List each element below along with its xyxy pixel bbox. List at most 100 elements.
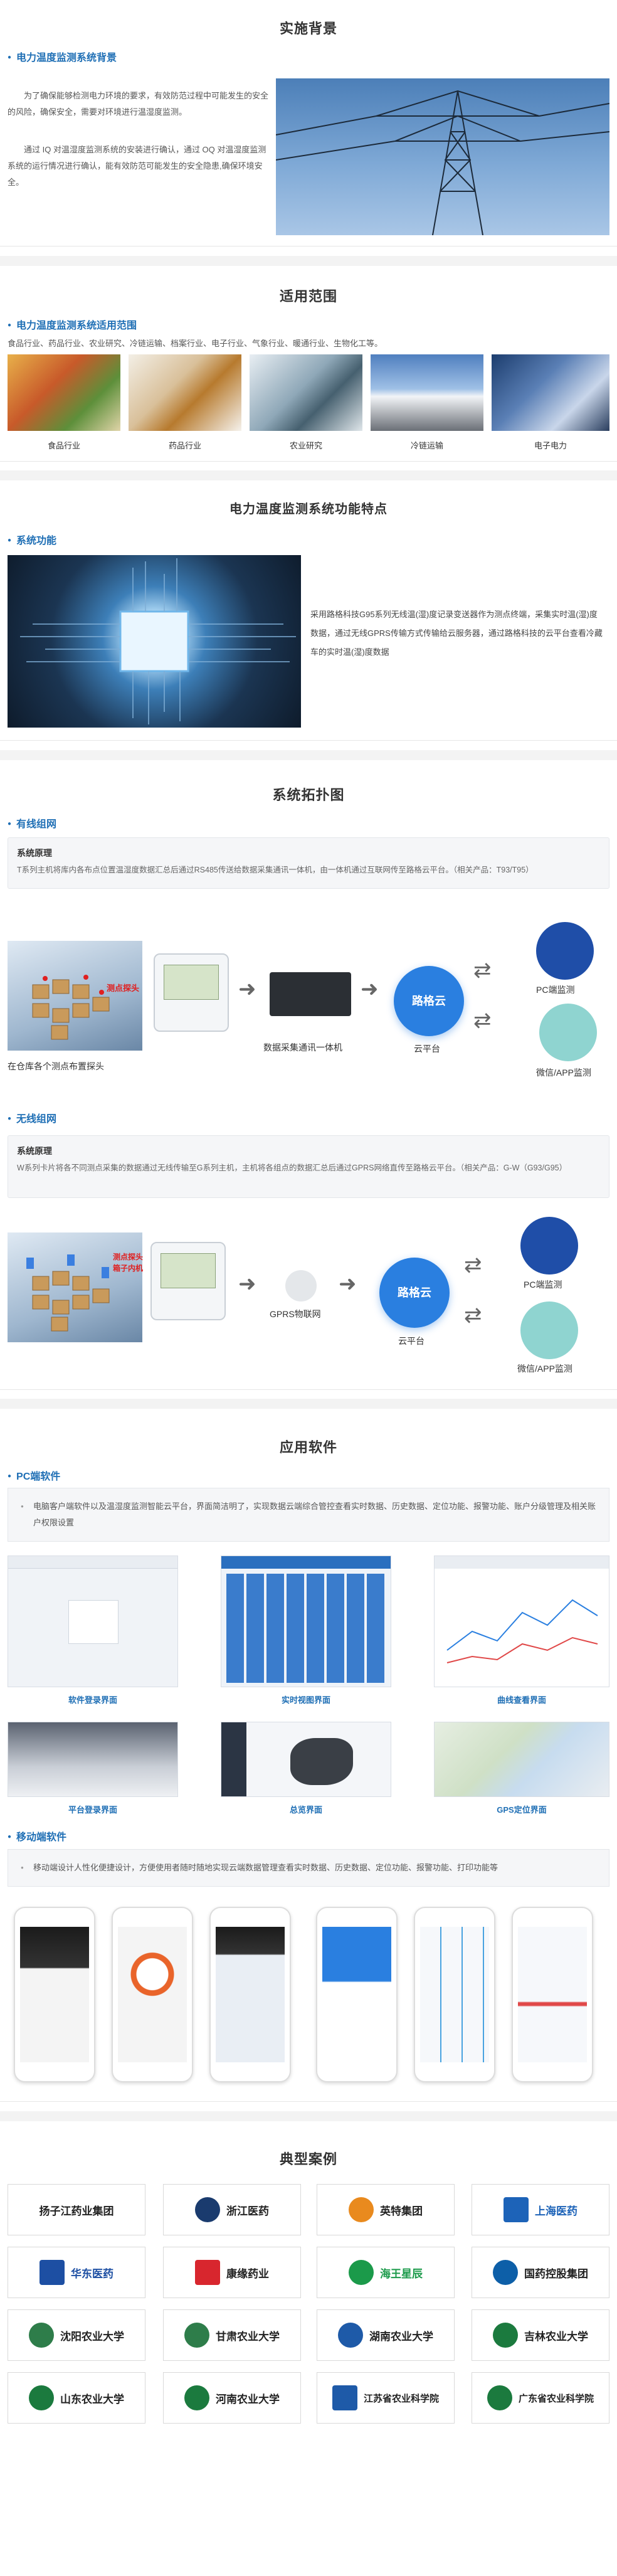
logo-mark bbox=[184, 2323, 209, 2348]
realtime-view-screenshot bbox=[221, 1556, 391, 1687]
platform-login-screenshot bbox=[8, 1722, 178, 1797]
features-subhead: 系统功能 bbox=[8, 532, 56, 547]
cases-title: 典型案例 bbox=[279, 2151, 337, 2167]
wired-probe-label: 测点探头 bbox=[107, 983, 140, 993]
logo-name: 河南农业大学 bbox=[216, 2393, 280, 2405]
logo-name: 华东医药 bbox=[71, 2267, 113, 2280]
arrow-right-icon: ➜ bbox=[361, 977, 379, 1001]
logo-yingte: 英特集团 bbox=[317, 2184, 455, 2235]
logo-mark bbox=[349, 2197, 374, 2222]
logo-name: 国药控股集团 bbox=[524, 2267, 588, 2280]
divider bbox=[0, 1389, 617, 1390]
logo-henau: 河南农业大学 bbox=[163, 2372, 301, 2424]
logo-mark bbox=[332, 2385, 357, 2410]
gps-view-screenshot bbox=[434, 1722, 609, 1797]
scope-caption-coldchain: 冷链运输 bbox=[410, 441, 443, 450]
wireless-principle-text: W系列卡片将各不同测点采集的数据通过无线传输至G系列主机，主机将各组点的数据汇总… bbox=[17, 1163, 567, 1172]
scope-caption-electronics: 电子电力 bbox=[534, 441, 567, 450]
logo-syau: 沈阳农业大学 bbox=[8, 2309, 145, 2361]
caption-realtime-view: 实时视图界面 bbox=[281, 1695, 330, 1705]
logo-gdaas: 广东省农业科学院 bbox=[472, 2372, 609, 2424]
wired-cloud-label: 云平台 bbox=[414, 1044, 440, 1054]
scope-caption-food: 食品行业 bbox=[47, 441, 80, 450]
phone-screenshot bbox=[112, 1907, 193, 2082]
host-screen bbox=[161, 1253, 216, 1288]
logo-haiwang: 海王星辰 bbox=[317, 2247, 455, 2298]
pc-software-subhead: PC端软件 bbox=[8, 1468, 60, 1483]
section-separator bbox=[0, 2111, 617, 2121]
software-login-screenshot bbox=[8, 1556, 178, 1687]
recorder-device bbox=[154, 953, 229, 1032]
phone-screen bbox=[322, 1927, 391, 2062]
logo-name: 沈阳农业大学 bbox=[60, 2330, 124, 2343]
mobile-software-subhead: 移动端软件 bbox=[8, 1828, 66, 1843]
background-title: 实施背景 bbox=[279, 21, 337, 36]
wired-principle-text: T系列主机将库内各布点位置温湿度数据汇总后通过RS485传送给数据采集通讯一体机… bbox=[17, 866, 534, 874]
logo-name: 湖南农业大学 bbox=[369, 2330, 433, 2343]
wired-principle-box: 系统原理 T系列主机将库内各布点位置温湿度数据汇总后通过RS485传送给数据采集… bbox=[8, 837, 609, 889]
wireless-host-label: 箱子内机 bbox=[113, 1264, 144, 1273]
host-device bbox=[150, 1242, 226, 1320]
section-separator bbox=[0, 1399, 617, 1409]
logo-name: 浙江医药 bbox=[226, 2205, 269, 2217]
phone-screenshot bbox=[414, 1907, 495, 2082]
wireless-subhead: 无线组网 bbox=[8, 1110, 56, 1125]
gprs-label: GPRS物联网 bbox=[270, 1309, 321, 1319]
section-separator bbox=[0, 750, 617, 760]
logo-jaas: 江苏省农业科学院 bbox=[317, 2372, 455, 2424]
logo-name: 康缘药业 bbox=[226, 2267, 269, 2280]
phone-screen bbox=[216, 1927, 285, 2062]
mobile-software-desc: 移动端设计人性化便捷设计，方便使用者随时随地实现云端数据管理查看实时数据、历史数… bbox=[8, 1850, 609, 1886]
caption-software-login: 软件登录界面 bbox=[68, 1695, 117, 1705]
logo-mark bbox=[504, 2197, 529, 2222]
section-separator bbox=[0, 470, 617, 480]
logo-huadong: 华东医药 bbox=[8, 2247, 145, 2298]
gprs-signal-icon bbox=[285, 1270, 317, 1301]
cold-chain-image bbox=[371, 354, 483, 431]
arrow-down-right-icon: ⇄ bbox=[464, 1303, 482, 1327]
logo-sdau: 山东农业大学 bbox=[8, 2372, 145, 2424]
pc-software-desc-box: 电脑客户端软件以及温湿度监测智能云平台，界面简洁明了，实现数据云端综合管控查看实… bbox=[8, 1488, 609, 1542]
collector-device bbox=[270, 972, 351, 1016]
sensor-grid bbox=[226, 1574, 387, 1683]
recorder-screen bbox=[164, 965, 219, 1000]
scope-caption-agri: 农业研究 bbox=[289, 441, 322, 450]
pc-monitor-icon bbox=[536, 922, 594, 980]
logo-yangzijiang: 扬子江药业集团 bbox=[8, 2184, 145, 2235]
pc-monitor-icon bbox=[520, 1217, 578, 1275]
electronics-image bbox=[492, 354, 609, 431]
logo-mark bbox=[29, 2323, 54, 2348]
warehouse-wired-image bbox=[8, 941, 142, 1051]
phone-screen bbox=[20, 1927, 89, 2062]
overview-screenshot bbox=[221, 1722, 391, 1797]
phone-screenshot bbox=[316, 1907, 398, 2082]
curve-drawing bbox=[435, 1556, 609, 1663]
logo-sinopharm: 国药控股集团 bbox=[472, 2247, 609, 2298]
power-tower-drawing bbox=[276, 90, 609, 235]
arrow-up-right-icon: ⇄ bbox=[473, 958, 492, 982]
logo-name: 甘肃农业大学 bbox=[216, 2330, 280, 2343]
software-title: 应用软件 bbox=[279, 1439, 337, 1455]
logo-mark bbox=[29, 2385, 54, 2410]
logo-name: 山东农业大学 bbox=[60, 2393, 124, 2405]
logo-mark bbox=[493, 2323, 518, 2348]
logo-shanghai-pharma: 上海医药 bbox=[472, 2184, 609, 2235]
logo-mark bbox=[338, 2323, 363, 2348]
pc-software-desc: 电脑客户端软件以及温湿度监测智能云平台，界面简洁明了，实现数据云端综合管控查看实… bbox=[8, 1488, 609, 1541]
logo-mark bbox=[487, 2385, 512, 2410]
phone-screen bbox=[420, 1927, 489, 2062]
logo-mark bbox=[195, 2260, 220, 2285]
power-tower-image bbox=[276, 78, 609, 235]
phone-screenshot bbox=[512, 1907, 593, 2082]
wireless-probe-label: 测点探头 bbox=[113, 1253, 144, 1261]
logo-mark bbox=[349, 2260, 374, 2285]
section-separator bbox=[0, 256, 617, 266]
cloud-platform: 路格云 bbox=[394, 966, 464, 1036]
logo-jlau: 吉林农业大学 bbox=[472, 2309, 609, 2361]
divider bbox=[0, 2101, 617, 2102]
divider bbox=[0, 461, 617, 462]
caption-curve-view: 曲线查看界面 bbox=[497, 1695, 546, 1705]
arrow-right-icon: ➜ bbox=[238, 977, 256, 1001]
background-para-1: 为了确保能够检测电力环境的要求，有效防范过程中可能发生的安全的风险，确保安全，需… bbox=[8, 91, 269, 117]
